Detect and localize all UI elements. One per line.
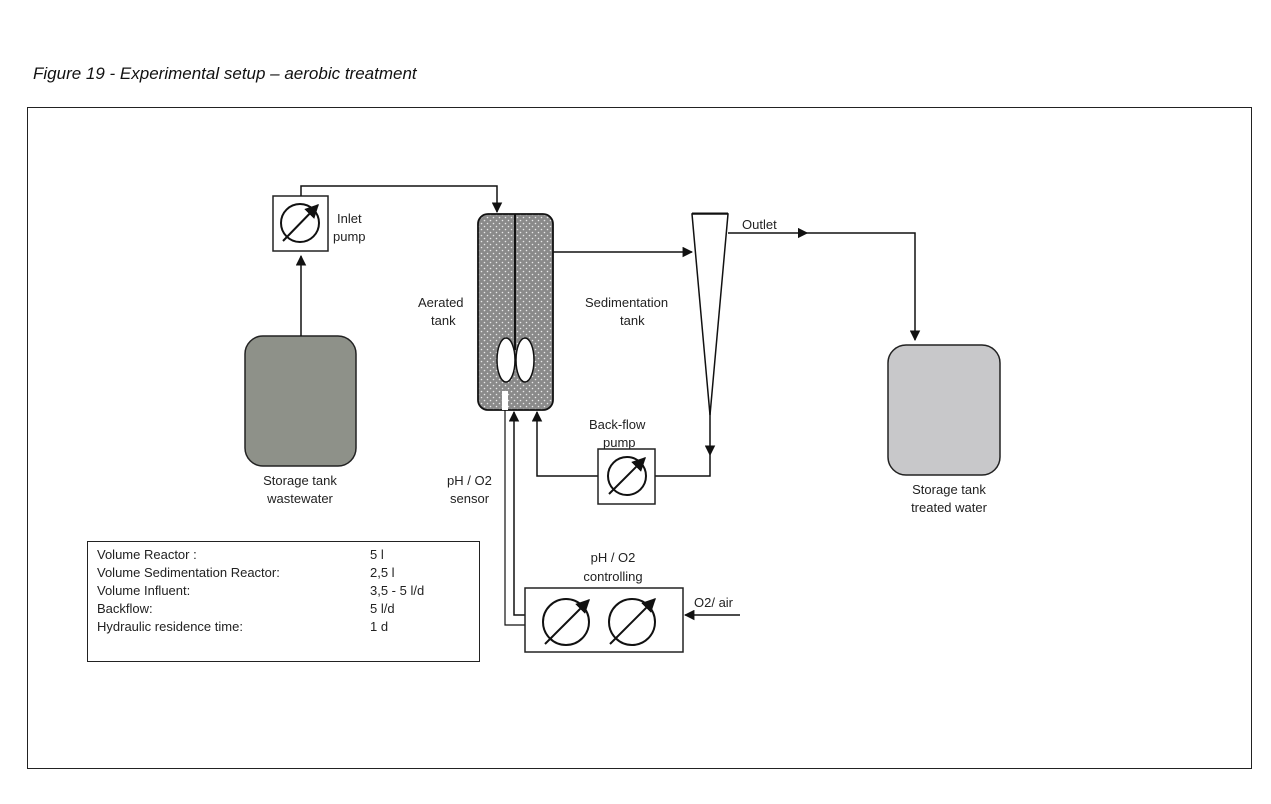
figure-caption: Figure 19 - Experimental setup – aerobic…	[33, 64, 417, 83]
label-aerated-tank-1: Aerated	[418, 295, 464, 310]
label-ph-sensor-1: pH / O2	[447, 473, 492, 488]
param-value: 5 l/d	[370, 601, 395, 616]
param-name: Volume Reactor :	[97, 547, 197, 562]
label-outlet: Outlet	[742, 217, 777, 232]
aerated-tank	[477, 213, 554, 411]
label-inlet-pump-1: Inlet	[337, 211, 362, 226]
param-value: 5 l	[370, 547, 384, 562]
param-name: Volume Influent:	[97, 583, 191, 598]
sensor-line-outer	[504, 410, 525, 626]
label-storage-treated-2: treated water	[911, 500, 988, 515]
label-storage-wastewater-2: wastewater	[266, 491, 333, 506]
param-value: 1 d	[370, 619, 389, 634]
param-value: 3,5 - 5 l/d	[370, 583, 425, 598]
label-storage-treated-1: Storage tank	[912, 482, 986, 497]
storage-tank-treated	[887, 344, 1001, 476]
sedimentation-tank	[691, 212, 729, 416]
flow-line-pump-to-aerated-tank	[300, 185, 503, 214]
label-ph-controlling-2: controlling	[583, 569, 642, 584]
diagram-frame	[27, 107, 1252, 769]
parameters-table: Volume Reactor : 5 l Volume Sedimentatio…	[87, 541, 480, 662]
label-backflow-pump-2: pump	[603, 435, 636, 450]
param-name: Hydraulic residence time:	[97, 619, 243, 634]
label-sedimentation-tank-1: Sedimentation	[585, 295, 668, 310]
label-o2-air: O2/ air	[694, 595, 734, 610]
param-name: Volume Sedimentation Reactor:	[97, 565, 280, 580]
ph-o2-controller	[524, 587, 684, 653]
param-value: 2,5 l	[370, 565, 395, 580]
label-ph-sensor-2: sensor	[450, 491, 490, 506]
sensor-line-inner	[508, 410, 525, 616]
label-inlet-pump-2: pump	[333, 229, 366, 244]
label-sedimentation-tank-2: tank	[620, 313, 645, 328]
label-aerated-tank-2: tank	[431, 313, 456, 328]
inlet-pump	[272, 195, 329, 252]
backflow-pump	[597, 448, 656, 505]
flow-line-outlet-to-treated	[800, 232, 921, 342]
storage-tank-wastewater	[244, 335, 357, 467]
label-ph-controlling-1: pH / O2	[591, 550, 636, 565]
param-name: Backflow:	[97, 601, 153, 616]
label-backflow-pump-1: Back-flow	[589, 417, 646, 432]
label-storage-wastewater-1: Storage tank	[263, 473, 337, 488]
